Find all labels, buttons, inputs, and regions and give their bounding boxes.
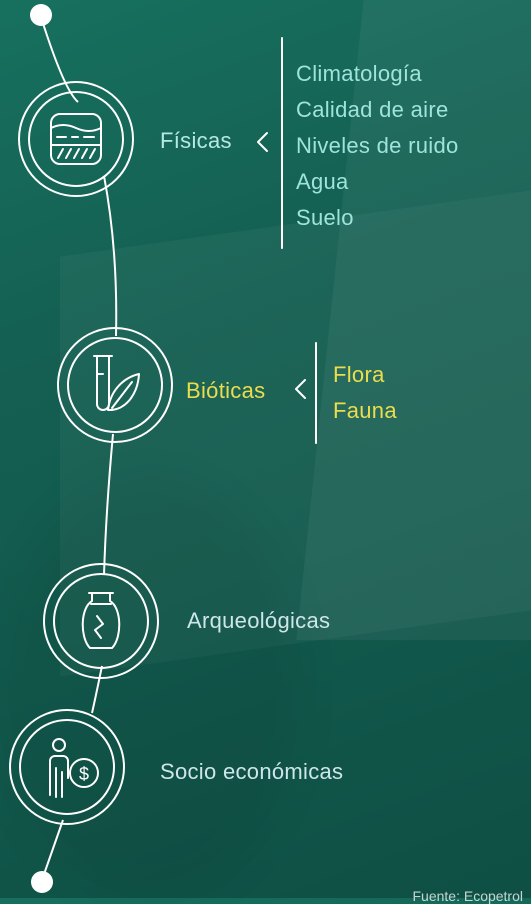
- list-item: Calidad de aire: [296, 97, 449, 122]
- person-coin-icon: $: [49, 738, 99, 798]
- source-credit: Fuente: Ecopetrol: [412, 888, 523, 904]
- category-label-arqueologicas: Arqueológicas: [187, 608, 331, 633]
- list-item: Fauna: [333, 398, 397, 423]
- list-item: Flora: [333, 362, 385, 387]
- node-fisicas: [18, 81, 134, 197]
- timeline-start-dot: [30, 4, 52, 26]
- list-item: Climatología: [296, 61, 422, 86]
- broken-vase-icon: [81, 592, 121, 649]
- timeline-end-dot: [31, 871, 53, 893]
- fisicas-sublist: Climatología Calidad de aire Niveles de …: [296, 56, 459, 236]
- timeline-path: [40, 16, 118, 881]
- bracket-bioticas: [295, 342, 317, 444]
- node-bioticas: [57, 327, 173, 443]
- bracket-fisicas: [257, 37, 283, 249]
- list-item: Suelo: [296, 205, 354, 230]
- list-item: Agua: [296, 169, 349, 194]
- node-socio-economicas: $: [9, 709, 125, 825]
- test-tube-leaf-icon: [93, 355, 140, 411]
- category-label-bioticas: Bióticas: [186, 378, 266, 403]
- list-item: Niveles de ruido: [296, 133, 459, 158]
- category-label-fisicas: Físicas: [160, 128, 232, 153]
- node-arqueologicas: [43, 563, 159, 679]
- svg-text:$: $: [79, 764, 89, 784]
- soil-layers-icon: [50, 113, 102, 165]
- bioticas-sublist: Flora Fauna: [333, 357, 397, 429]
- category-label-socio-economicas: Socio económicas: [160, 759, 344, 784]
